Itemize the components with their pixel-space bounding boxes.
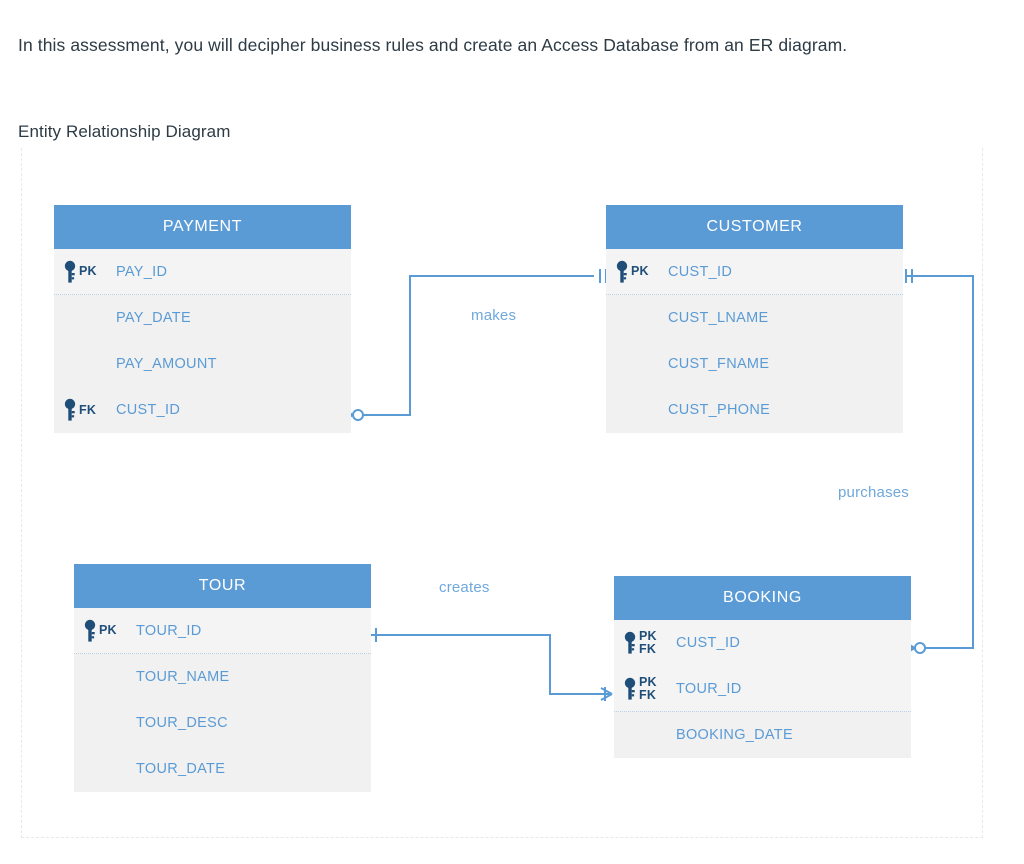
attribute-row[interactable]: BOOKING_DATE: [614, 712, 911, 758]
attribute-name: CUST_ID: [676, 635, 741, 651]
attribute-key-cell: PK: [84, 619, 136, 643]
relationship-label-creates: creates: [439, 579, 490, 596]
entity-attributes-payment: PK PAY_ID PAY_DATE PAY_AMOUNT FK CUST_ID: [54, 249, 351, 433]
key-icon: [84, 619, 96, 642]
relationship-label-purchases: purchases: [838, 484, 910, 501]
entity-title-tour: TOUR: [74, 564, 371, 608]
entity-title-booking: BOOKING: [614, 576, 911, 620]
entity-title-payment: PAYMENT: [54, 205, 351, 249]
er-diagram-canvas: PAYMENT PK PAY_ID PAY_DATE PAY_AMOUNT FK CUST_…: [21, 148, 983, 838]
entity-tour[interactable]: TOUR PK TOUR_ID TOUR_NAME TOUR_DESC TOUR_DATE: [74, 564, 371, 792]
attribute-name: PAY_ID: [116, 263, 168, 280]
key-tag-fk: FK: [639, 687, 657, 702]
entity-customer[interactable]: CUSTOMER PK CUST_ID CUST_LNAME CUST_FNAME CUS…: [606, 205, 903, 433]
entity-attributes-customer: PK CUST_ID CUST_LNAME CUST_FNAME CUST_PHONE: [606, 249, 903, 433]
intro-paragraph: In this assessment, you will decipher bu…: [18, 34, 848, 55]
key-tag-pk: PK: [99, 623, 117, 637]
attribute-name: PAY_DATE: [116, 310, 191, 326]
key-tag-pk: PK: [639, 629, 657, 643]
key-tag-group: PK: [631, 264, 649, 279]
key-icon: [616, 260, 628, 283]
relationship-label-makes: makes: [471, 307, 517, 324]
key-icon: [64, 398, 76, 421]
attribute-row[interactable]: PAY_DATE: [54, 295, 351, 341]
key-tag-fk: FK: [79, 402, 97, 417]
attribute-name: CUST_ID: [116, 402, 181, 418]
key-tag-group: PK: [79, 264, 97, 279]
entity-attributes-tour: PK TOUR_ID TOUR_NAME TOUR_DESC TOUR_DATE: [74, 608, 371, 792]
attribute-name: TOUR_DESC: [136, 715, 228, 731]
entity-title-customer: CUSTOMER: [606, 205, 903, 249]
key-tag-pk: PK: [631, 264, 649, 278]
attribute-row[interactable]: CUST_LNAME: [606, 295, 903, 341]
key-tag-group: FK: [79, 403, 96, 418]
key-icon: [624, 631, 636, 654]
section-heading: Entity Relationship Diagram: [18, 122, 231, 141]
attribute-row[interactable]: PK CUST_ID: [606, 249, 903, 295]
attribute-row[interactable]: CUST_PHONE: [606, 387, 903, 433]
key-tag-pk: PK: [79, 264, 97, 278]
attribute-name: TOUR_ID: [676, 680, 742, 697]
key-tag-group: PK: [99, 623, 117, 638]
key-tag-pk: PK: [639, 674, 657, 689]
key-tag-fk: FK: [639, 642, 657, 656]
attribute-row[interactable]: TOUR_DESC: [74, 700, 371, 746]
connector-creates: [369, 628, 613, 701]
attribute-name: TOUR_NAME: [136, 669, 230, 685]
attribute-row[interactable]: FK CUST_ID: [54, 387, 351, 433]
attribute-name: CUST_LNAME: [668, 310, 769, 326]
attribute-row[interactable]: PK PAY_ID: [54, 249, 351, 295]
attribute-name: CUST_PHONE: [668, 402, 771, 418]
key-icon: [624, 677, 636, 700]
key-icon: [64, 260, 76, 283]
attribute-row[interactable]: TOUR_NAME: [74, 654, 371, 700]
entity-payment[interactable]: PAYMENT PK PAY_ID PAY_DATE PAY_AMOUNT FK CUST_…: [54, 205, 351, 433]
connector-makes: [341, 269, 607, 422]
attribute-row[interactable]: CUST_FNAME: [606, 341, 903, 387]
attribute-name: CUST_ID: [668, 263, 733, 280]
attribute-row[interactable]: PAY_AMOUNT: [54, 341, 351, 387]
attribute-name: TOUR_ID: [136, 622, 202, 639]
attribute-row[interactable]: PK TOUR_ID: [74, 608, 371, 654]
attribute-name: TOUR_DATE: [136, 761, 226, 777]
connector-purchases: [903, 269, 974, 655]
attribute-name: PAY_AMOUNT: [116, 356, 217, 372]
attribute-key-cell: PK: [616, 260, 668, 284]
attribute-name: CUST_FNAME: [668, 356, 770, 372]
attribute-key-cell: FK: [64, 398, 116, 422]
attribute-key-cell: PK: [64, 260, 116, 284]
attribute-name: BOOKING_DATE: [676, 727, 793, 743]
attribute-row[interactable]: TOUR_DATE: [74, 746, 371, 792]
